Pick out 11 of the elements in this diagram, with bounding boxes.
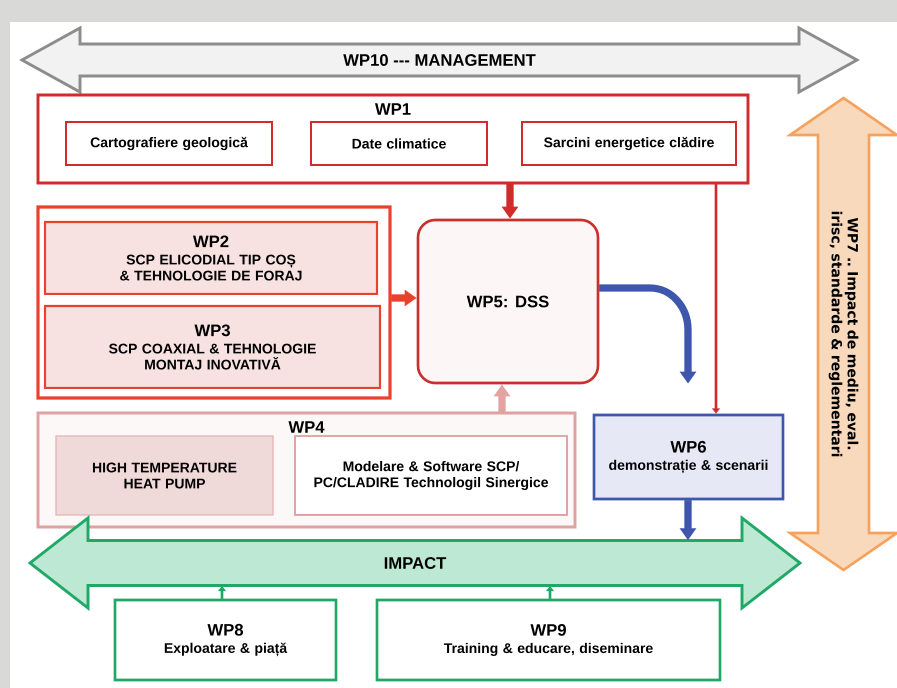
process-box: WP2 SCP ELICODIAL TIP COȘ & TEHNOLOGIE DE FORAJ bbox=[44, 220, 378, 296]
process-box: WP6 demonstrație & scenarii bbox=[592, 414, 784, 500]
process-box: Sarcini energetice clădire bbox=[521, 121, 737, 166]
process-box: WP8 Exploatare & piață bbox=[114, 598, 338, 682]
process-box: Date climatice bbox=[310, 121, 488, 166]
process-box: Modelare & Software SCP/ PC/CLADIRE Technologil Sinergice bbox=[294, 435, 568, 516]
process-box: Cartografiere geologică bbox=[65, 121, 273, 166]
process-box: WP3 SCP COAXIAL & TEHNOLOGIE MONTAJ INOVATIVĂ bbox=[44, 304, 382, 390]
process-box: HIGH TEMPERATURE HEAT PUMP bbox=[55, 435, 274, 516]
process-box: WP9 Training & educare, diseminare bbox=[376, 598, 722, 682]
process-box: WP5: DSS bbox=[416, 218, 600, 384]
